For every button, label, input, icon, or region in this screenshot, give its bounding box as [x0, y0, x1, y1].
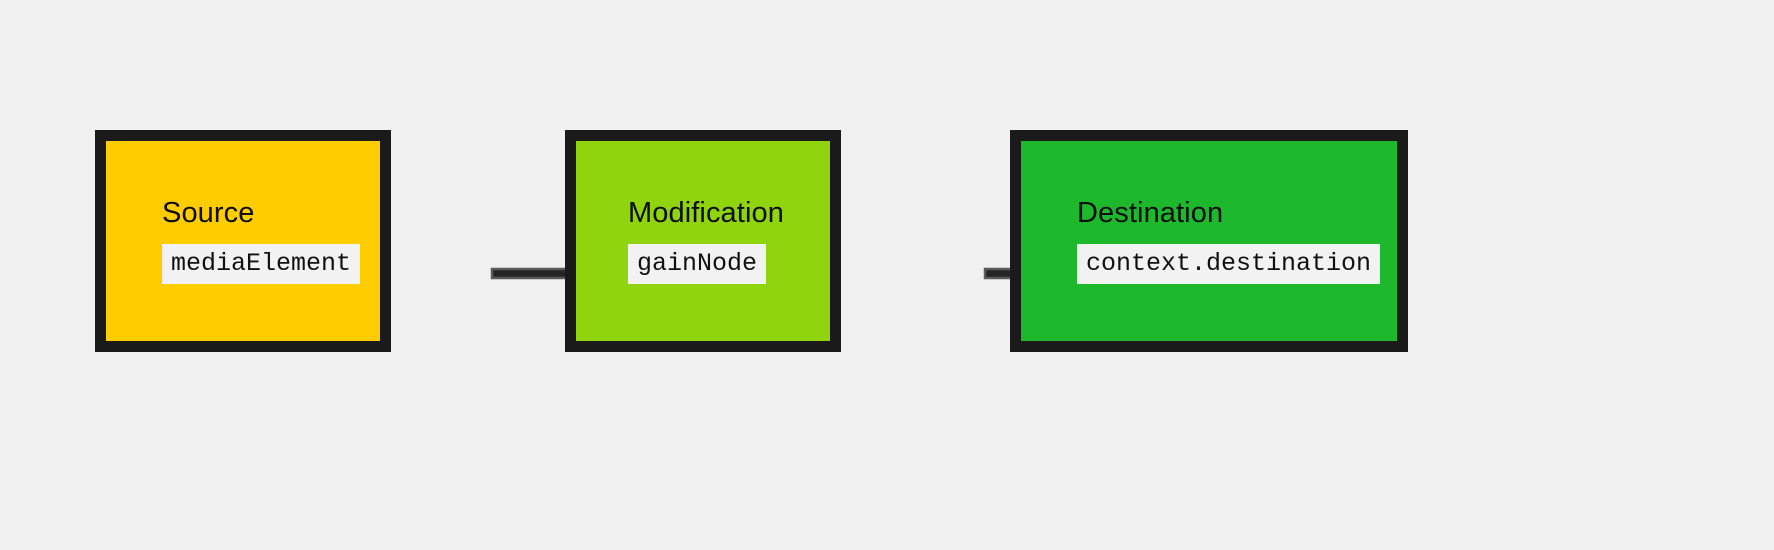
node-source[interactable]: Source mediaElement: [95, 130, 391, 352]
node-destination[interactable]: Destination context.destination: [1010, 130, 1408, 352]
node-source-content: Source mediaElement: [106, 141, 436, 341]
node-modification-content: Modification gainNode: [576, 141, 882, 341]
node-destination-title: Destination: [1077, 196, 1224, 229]
node-destination-code-badge: context.destination: [1077, 243, 1381, 284]
node-modification-title: Modification: [628, 196, 784, 229]
node-source-title: Source: [162, 196, 255, 229]
node-modification[interactable]: Modification gainNode: [565, 130, 841, 352]
node-source-code-badge: mediaElement: [162, 243, 361, 284]
node-modification-code-badge: gainNode: [628, 243, 767, 284]
node-destination-content: Destination context.destination: [1021, 141, 1453, 341]
